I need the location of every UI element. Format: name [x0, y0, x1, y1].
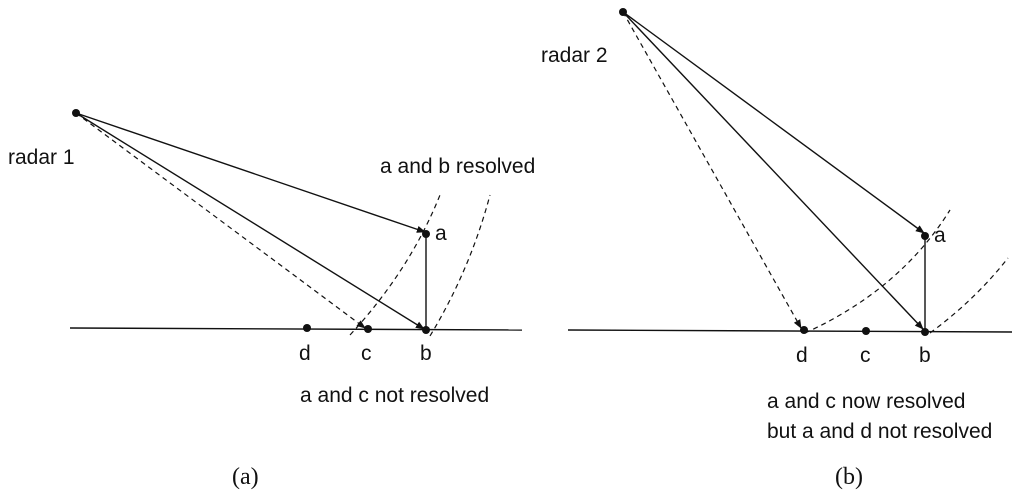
note-line2-b: but a and d not resolved	[767, 420, 992, 443]
point-a-label-panel-b: a	[934, 224, 946, 247]
radar2-label: radar 2	[541, 44, 608, 67]
caption-b: (b)	[835, 464, 863, 490]
point-c-panel-b	[862, 327, 870, 335]
range-arc-b-inner	[804, 209, 951, 334]
ray-radar1-to-b	[75, 112, 425, 330]
ground-line-b	[567, 329, 1013, 333]
point-c-label-panel-b: c	[860, 344, 871, 367]
ray-radar2-to-a	[622, 11, 925, 234]
range-arc-a-inner	[349, 194, 441, 336]
radar1-label: radar 1	[8, 146, 75, 169]
point-a-panel-b	[921, 232, 929, 240]
ray-radar1-to-c	[75, 112, 366, 329]
range-arc-b-outer	[929, 257, 1009, 334]
point-b-label-panel-a: b	[420, 342, 432, 365]
panel-b: radar 2 a d c b a and c now resolved but…	[541, 8, 1013, 490]
ray-radar2-to-b	[622, 11, 924, 330]
range-arc-a-outer	[429, 194, 491, 337]
point-d-label-panel-a: d	[299, 342, 311, 365]
note-line1-b: a and c now resolved	[767, 390, 965, 413]
point-d-panel-b	[800, 326, 808, 334]
ray-radar2-to-d	[622, 11, 802, 329]
point-a-label-panel-a: a	[435, 222, 447, 245]
ray-radar1-to-a	[75, 112, 426, 233]
point-d-panel-a	[303, 324, 311, 332]
point-b-panel-b	[921, 328, 929, 336]
caption-a: (a)	[232, 464, 259, 490]
panel-a: radar 1 a and b resolved a d c b a and c…	[8, 109, 535, 490]
resolved-label-a: a and b resolved	[380, 155, 535, 178]
point-a-panel-a	[422, 230, 430, 238]
point-c-label-panel-a: c	[361, 342, 372, 365]
point-b-label-panel-b: b	[919, 344, 931, 367]
radar1-point	[72, 109, 80, 117]
point-c-panel-a	[364, 325, 372, 333]
ground-line-a	[69, 327, 523, 331]
radar2-point	[619, 8, 627, 16]
point-b-panel-a	[422, 326, 430, 334]
not-resolved-label-a: a and c not resolved	[300, 384, 489, 407]
point-d-label-panel-b: d	[796, 344, 808, 367]
